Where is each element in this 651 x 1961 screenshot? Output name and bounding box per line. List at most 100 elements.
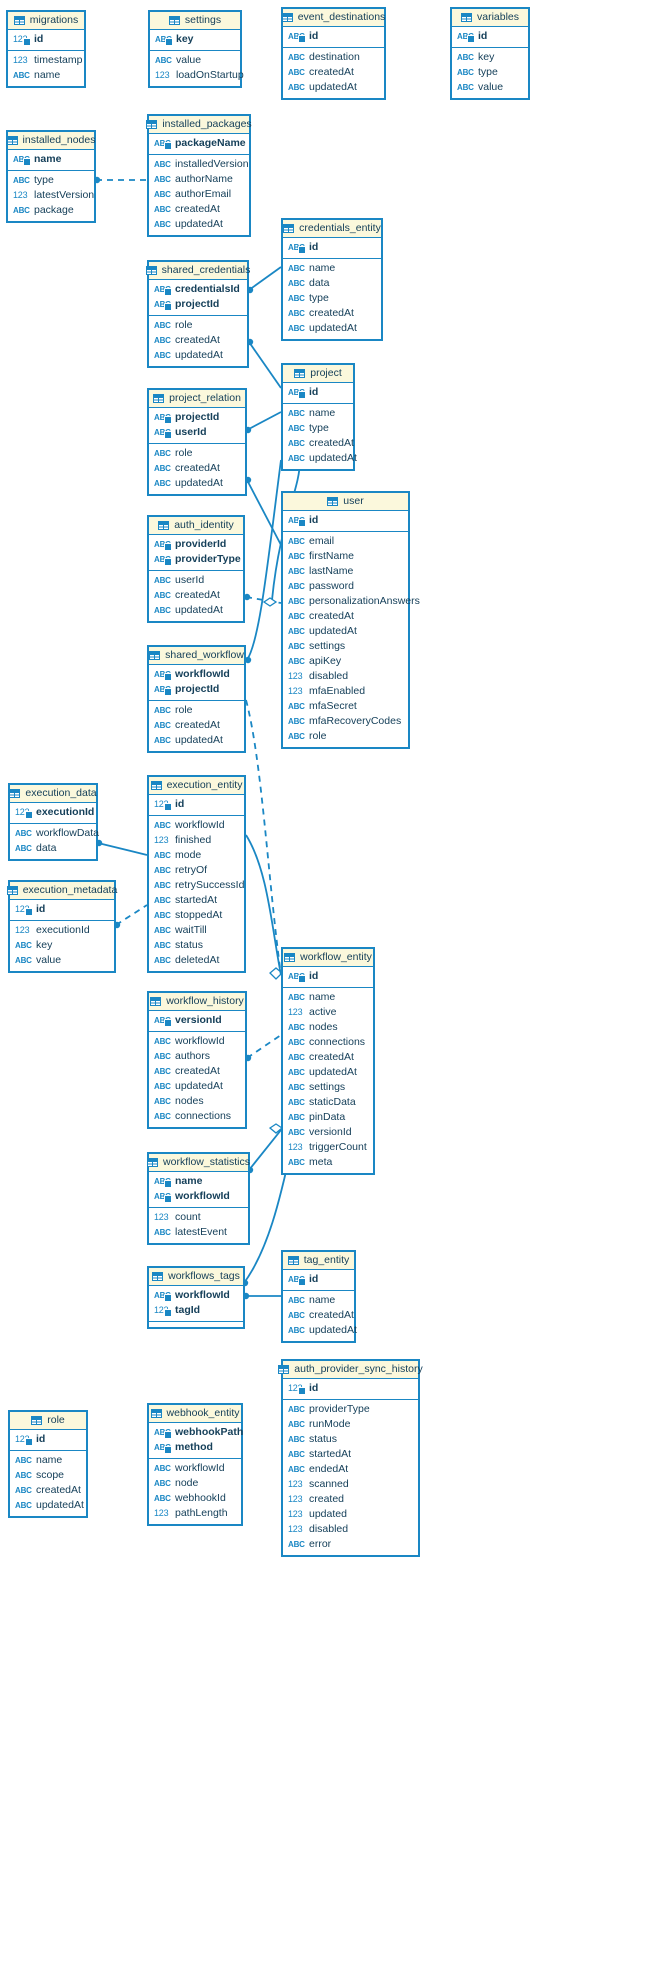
table-icon: [150, 780, 162, 790]
column-label: role: [175, 704, 193, 717]
column-label: name: [309, 407, 336, 420]
entity-header-credentials_entity[interactable]: credentials_entity: [283, 220, 381, 238]
column-label: nodes: [175, 1095, 204, 1108]
column-label: providerType: [309, 1403, 370, 1416]
string-type-icon: ABC: [154, 1096, 171, 1106]
entity-header-workflow_statistics[interactable]: workflow_statistics: [147, 1154, 250, 1172]
string-type-icon: ABC: [154, 880, 171, 890]
edge-execution-metadata-execution-entity: [115, 904, 148, 926]
column-label: name: [309, 262, 336, 275]
entity-header-shared_credentials[interactable]: shared_credentials: [145, 262, 250, 280]
entity-header-project[interactable]: project: [283, 365, 353, 383]
column-label: mfaSecret: [309, 700, 357, 713]
string-type-icon: ABC: [154, 448, 171, 458]
column-label: id: [34, 33, 44, 46]
entity-header-workflow_history[interactable]: workflow_history: [149, 993, 245, 1011]
entity-header-migrations[interactable]: migrations: [8, 12, 84, 30]
column-label: updated: [309, 1508, 347, 1521]
entity-header-execution_entity[interactable]: execution_entity: [149, 777, 244, 795]
column-label: name: [34, 153, 62, 166]
string-type-icon: ABC: [288, 716, 305, 726]
entity-header-settings[interactable]: settings: [150, 12, 240, 30]
string-type-icon: ABC: [288, 1310, 305, 1320]
entity-header-auth_provider_sync_history[interactable]: auth_provider_sync_history: [278, 1361, 423, 1379]
column-label: userId: [175, 426, 207, 439]
entity-header-installed_nodes[interactable]: installed_nodes: [6, 132, 96, 150]
entity-header-workflows_tags[interactable]: workflows_tags: [149, 1268, 243, 1286]
entity-header-role[interactable]: role: [10, 1412, 86, 1430]
string-type-icon: ABC: [288, 242, 306, 254]
string-type-icon: ABC: [288, 1295, 305, 1305]
entity-header-auth_identity[interactable]: auth_identity: [149, 517, 243, 535]
column-label: disabled: [309, 1523, 349, 1536]
column-label: name: [34, 69, 61, 82]
column-label: workflowId: [175, 819, 225, 832]
column-label: updatedAt: [175, 734, 223, 747]
string-type-icon: ABC: [154, 427, 172, 439]
table-icon: [294, 368, 306, 378]
entity-header-installed_packages[interactable]: installed_packages: [146, 116, 252, 134]
column-label: id: [36, 903, 46, 916]
entity-header-execution_metadata[interactable]: execution_metadata: [6, 882, 117, 900]
string-type-icon: ABC: [288, 626, 305, 636]
string-type-icon: ABC: [288, 551, 305, 561]
entity-header-tag_entity[interactable]: tag_entity: [283, 1252, 354, 1270]
string-type-icon: ABC: [288, 1464, 305, 1474]
entity-header-shared_workflow[interactable]: shared_workflow: [149, 647, 244, 665]
entity-header-project_relation[interactable]: project_relation: [149, 390, 245, 408]
entity-header-user[interactable]: user: [283, 493, 408, 511]
string-type-icon: ABC: [154, 1081, 171, 1091]
column-label: mfaRecoveryCodes: [309, 715, 402, 728]
entity-header-event_destinations[interactable]: event_destinations: [281, 9, 385, 27]
table-icon: [153, 393, 165, 403]
entity-header-variables[interactable]: variables: [452, 9, 528, 27]
entity-header-webhook_entity[interactable]: webhook_entity: [149, 1405, 241, 1423]
column-label: providerId: [175, 538, 227, 551]
entity-header-workflow_entity[interactable]: workflow_entity: [283, 949, 373, 967]
entity-header-execution_data[interactable]: execution_data: [9, 785, 97, 803]
